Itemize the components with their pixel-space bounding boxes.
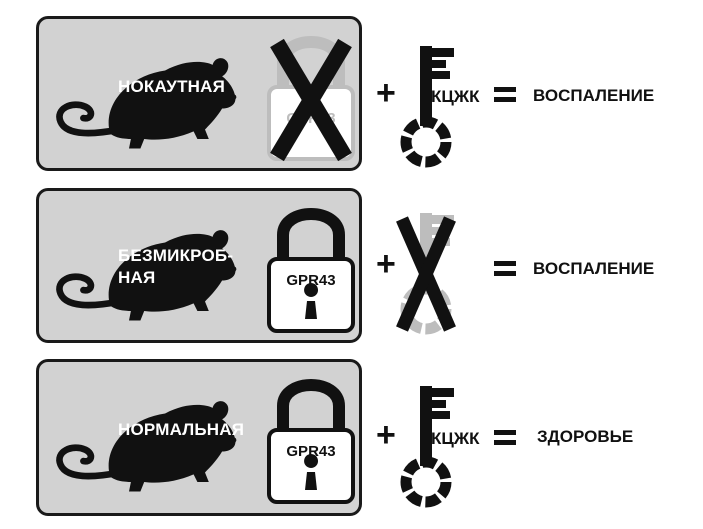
mouse-label: НОКАУТНАЯ — [118, 77, 226, 96]
lock-icon: GPR43 — [265, 368, 357, 508]
key-label: КЦЖК — [431, 429, 480, 448]
mouse-label: НОРМАЛЬНАЯ — [118, 420, 245, 439]
plus-sign: + — [376, 416, 396, 454]
mouse-panel: НОКАУТНАЯ GPR43 — [36, 16, 362, 171]
keyhole-icon — [304, 283, 319, 297]
equals-sign — [494, 430, 516, 446]
lock-icon-crossed: GPR43 — [265, 25, 357, 165]
mouse-icon — [53, 388, 243, 498]
result-label: ВОСПАЛЕНИЕ — [533, 86, 655, 105]
lock-text: GPR43 — [286, 443, 335, 460]
plus-sign: + — [376, 74, 396, 112]
equals-sign — [494, 261, 516, 277]
mouse-panel: НОРМАЛЬНАЯ GPR43 — [36, 359, 362, 516]
result-label: ВОСПАЛЕНИЕ — [533, 259, 655, 278]
plus-sign: + — [376, 245, 396, 283]
mouse-label: БЕЗМИКРОБ- НАЯ — [118, 246, 234, 287]
mouse-icon — [53, 45, 243, 155]
equals-sign — [494, 87, 516, 103]
result-label: ЗДОРОВЬЕ — [537, 427, 634, 446]
lock-icon: GPR43 — [265, 197, 357, 337]
key-icon-crossed — [396, 205, 458, 335]
lock-text: GPR43 — [286, 272, 335, 289]
mouse-panel: БЕЗМИКРОБ- НАЯ GPR43 — [36, 188, 362, 343]
key-label: КЦЖК — [431, 87, 480, 106]
keyhole-icon — [304, 454, 319, 468]
